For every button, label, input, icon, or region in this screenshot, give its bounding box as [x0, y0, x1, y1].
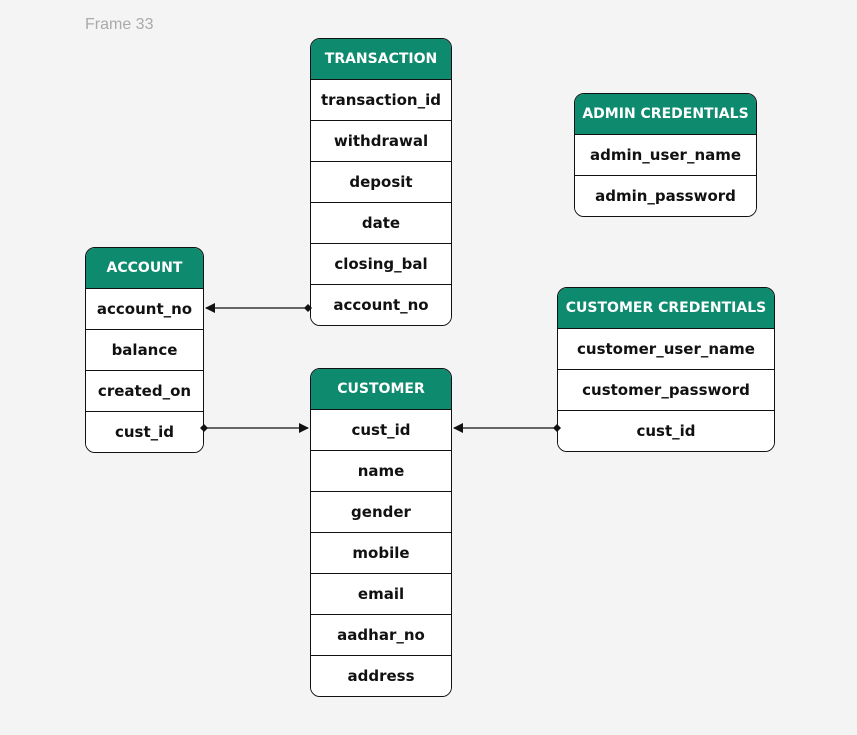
connector-diamond-icon [304, 304, 312, 312]
field-customer-user-name: customer_user_name [558, 328, 774, 369]
connector-diamond-icon [553, 424, 561, 432]
entity-customer-credentials-title: CUSTOMER CREDENTIALS [558, 288, 774, 328]
field-created-on: created_on [86, 370, 203, 411]
connector-transaction-to-account [205, 303, 312, 313]
field-gender: gender [311, 491, 451, 532]
field-date: date [311, 202, 451, 243]
field-account-cust-id: cust_id [86, 411, 203, 452]
connector-account-to-customer [200, 423, 309, 433]
field-mobile: mobile [311, 532, 451, 573]
entity-customer-title: CUSTOMER [311, 369, 451, 409]
field-credentials-cust-id: cust_id [558, 410, 774, 451]
entity-customer-credentials[interactable]: CUSTOMER CREDENTIALS customer_user_name … [557, 287, 775, 452]
entity-transaction[interactable]: TRANSACTION transaction_id withdrawal de… [310, 38, 452, 326]
field-aadhar-no: aadhar_no [311, 614, 451, 655]
field-transaction-account-no: account_no [311, 284, 451, 325]
field-admin-password: admin_password [575, 175, 756, 216]
field-account-no: account_no [86, 288, 203, 329]
entity-admin-credentials[interactable]: ADMIN CREDENTIALS admin_user_name admin_… [574, 93, 757, 217]
field-name: name [311, 450, 451, 491]
field-customer-cust-id: cust_id [311, 409, 451, 450]
field-address: address [311, 655, 451, 696]
entity-transaction-title: TRANSACTION [311, 39, 451, 79]
field-email: email [311, 573, 451, 614]
entity-customer[interactable]: CUSTOMER cust_id name gender mobile emai… [310, 368, 452, 697]
connector-credentials-to-customer [453, 423, 561, 433]
field-transaction-id: transaction_id [311, 79, 451, 120]
field-deposit: deposit [311, 161, 451, 202]
field-customer-password: customer_password [558, 369, 774, 410]
field-balance: balance [86, 329, 203, 370]
field-closing-bal: closing_bal [311, 243, 451, 284]
entity-account[interactable]: ACCOUNT account_no balance created_on cu… [85, 247, 204, 453]
entity-admin-credentials-title: ADMIN CREDENTIALS [575, 94, 756, 134]
connector-diamond-icon [200, 424, 208, 432]
field-withdrawal: withdrawal [311, 120, 451, 161]
entity-account-title: ACCOUNT [86, 248, 203, 288]
frame-label: Frame 33 [85, 16, 154, 33]
field-admin-user-name: admin_user_name [575, 134, 756, 175]
